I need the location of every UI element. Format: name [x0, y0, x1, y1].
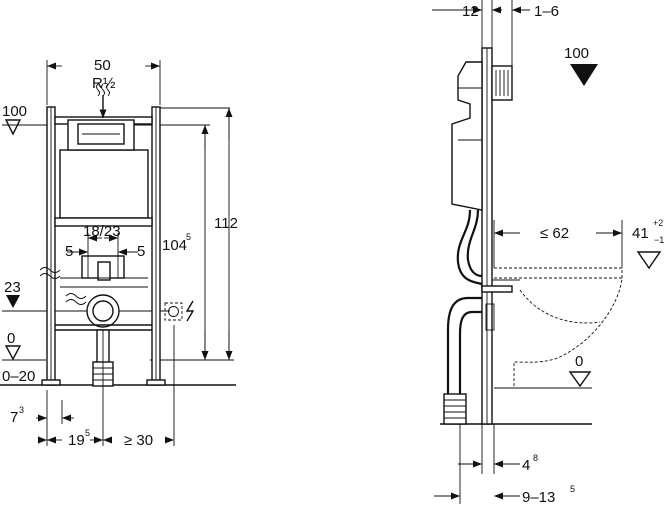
front-upper-height-sup: 5 — [186, 232, 191, 242]
side-seat-tol-plus: +2 — [653, 218, 663, 228]
front-bolt-spacing-label: 18/23 — [83, 223, 121, 240]
side-view — [432, 0, 662, 504]
cistern — [59, 149, 149, 219]
side-seat-tol-minus: −1 — [654, 235, 664, 245]
side-actuation-height-label: 100 — [564, 45, 589, 62]
front-drain-height-label: 23 — [4, 279, 21, 296]
front-view — [0, 60, 236, 446]
front-upper-height-label: 104 — [162, 237, 187, 254]
front-foot-label: 7 — [10, 409, 18, 426]
side-top-right-label: 1–6 — [534, 3, 559, 20]
lightning-icon — [185, 300, 195, 322]
power-socket-icon — [164, 302, 183, 321]
front-side-clearance-label: ≥ 30 — [124, 432, 153, 449]
side-bottom-range-label: 9–13 — [522, 489, 555, 506]
side-seat-height-label: 41 — [632, 225, 649, 242]
side-actuator-box — [491, 65, 513, 101]
side-bottom-small-sup: 8 — [533, 453, 538, 463]
side-top-left-label: 12 — [462, 3, 479, 20]
front-foot-sup: 3 — [19, 405, 24, 415]
front-drain-offset-label: 19 — [68, 432, 85, 449]
front-floor-adjust-label: 0–20 — [2, 368, 35, 385]
front-width-label: 50 — [94, 57, 111, 74]
front-drain-offset-sup: 5 — [85, 428, 90, 438]
side-wc-bowl — [494, 267, 623, 389]
side-bottom-range-sup: 5 — [570, 484, 575, 494]
front-bolt-offset-right-label: 5 — [137, 243, 145, 260]
side-floor-label: 0 — [575, 353, 583, 370]
front-actuation-height-label: 100 — [2, 103, 27, 120]
front-bolt-offset-left-label: 5 — [65, 243, 73, 260]
side-bottom-small-label: 4 — [522, 457, 530, 474]
front-connection-label: R½ — [92, 75, 116, 92]
side-cistern — [451, 61, 483, 211]
side-bowl-length-label: ≤ 62 — [540, 225, 569, 242]
front-floor-label: 0 — [7, 330, 15, 347]
front-frame-height-label: 112 — [214, 215, 238, 232]
